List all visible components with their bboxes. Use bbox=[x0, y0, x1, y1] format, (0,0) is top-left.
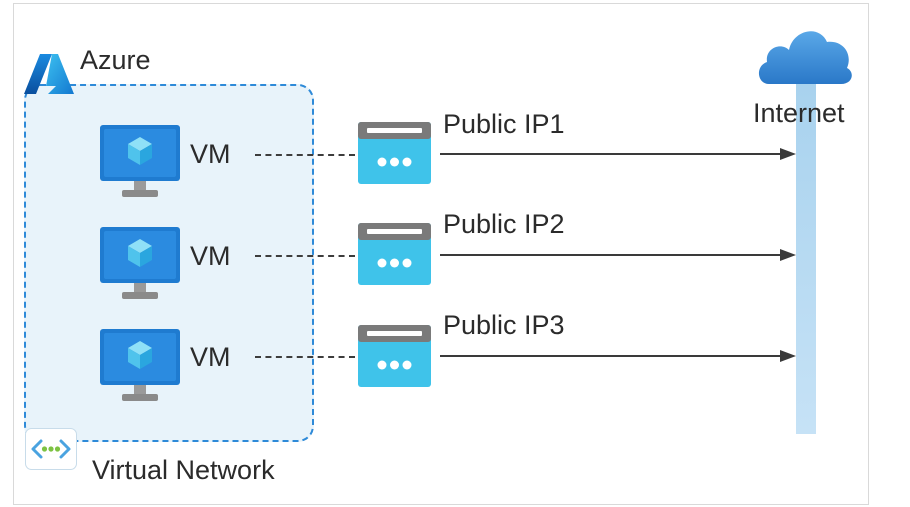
arrow-to-internet bbox=[440, 350, 796, 362]
azure-logo-icon bbox=[24, 54, 74, 94]
dashed-connector bbox=[255, 255, 355, 257]
virtual-network-icon bbox=[25, 428, 77, 470]
diagram-frame bbox=[13, 3, 869, 505]
vm-label: VM bbox=[190, 139, 231, 169]
cloud-icon bbox=[758, 31, 852, 84]
internet-bar bbox=[796, 80, 816, 434]
public-ip-address-icon bbox=[358, 223, 431, 285]
dashed-connector bbox=[255, 356, 355, 358]
virtual-machine-icon bbox=[100, 125, 180, 197]
arrow-to-internet bbox=[440, 148, 796, 160]
public-ip-address-icon bbox=[358, 122, 431, 184]
virtual-machine-icon bbox=[100, 227, 180, 299]
public-ip-address-icon bbox=[358, 325, 431, 387]
vm-label: VM bbox=[190, 241, 231, 271]
internet-label: Internet bbox=[753, 98, 845, 128]
virtual-machine-icon bbox=[100, 329, 180, 401]
vm-label: VM bbox=[190, 342, 231, 372]
public-ip-label: Public IP2 bbox=[443, 209, 565, 239]
dashed-connector bbox=[255, 154, 355, 156]
public-ip-label: Public IP3 bbox=[443, 310, 565, 340]
public-ip-label: Public IP1 bbox=[443, 109, 565, 139]
arrow-to-internet bbox=[440, 249, 796, 261]
virtual-network-label: Virtual Network bbox=[92, 455, 275, 485]
azure-label: Azure bbox=[80, 45, 151, 75]
